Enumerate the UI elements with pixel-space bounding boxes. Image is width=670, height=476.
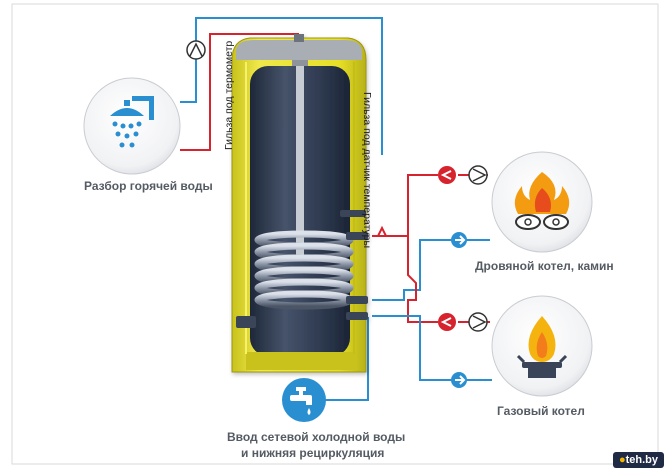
thermometer-sleeve-label: Гильза под термометр <box>223 41 235 150</box>
pump-icon <box>438 165 488 185</box>
flow-arrow-icon <box>451 372 467 388</box>
faucet-icon <box>290 387 312 415</box>
shower-icon <box>110 96 154 148</box>
pump-icon <box>186 40 206 60</box>
heat-exchanger-coil <box>254 230 354 310</box>
cold-inlet-label-line1: Ввод сетевой холодной воды <box>227 430 406 444</box>
gas-boiler-label: Газовый котел <box>497 404 585 418</box>
frame-border <box>11 3 659 465</box>
cold-inlet-circle <box>282 378 326 422</box>
boiler-tank <box>231 34 368 373</box>
hot-water-outlet-circle <box>83 77 181 175</box>
fire-wood-icon <box>514 172 570 230</box>
gas-flame-icon <box>516 316 568 378</box>
wood-boiler-circle <box>491 151 593 253</box>
brand-badge: ●teh.by <box>612 452 664 468</box>
sensor-sleeve-label: Гильза под датчик температуры <box>361 92 373 248</box>
brand-dot-icon: ● <box>618 454 626 466</box>
hot-water-label: Разбор горячей воды <box>84 179 213 193</box>
wood-boiler-label: Дровяной котел, камин <box>475 259 614 273</box>
flow-arrow-icon <box>451 232 467 248</box>
cold-inlet-label-line2: и нижняя рециркуляция <box>241 446 385 460</box>
brand-text: teh.by <box>625 454 658 466</box>
pump-icon <box>438 312 488 332</box>
gas-boiler-circle <box>491 295 593 397</box>
heating-circuit-pipes <box>372 174 492 381</box>
